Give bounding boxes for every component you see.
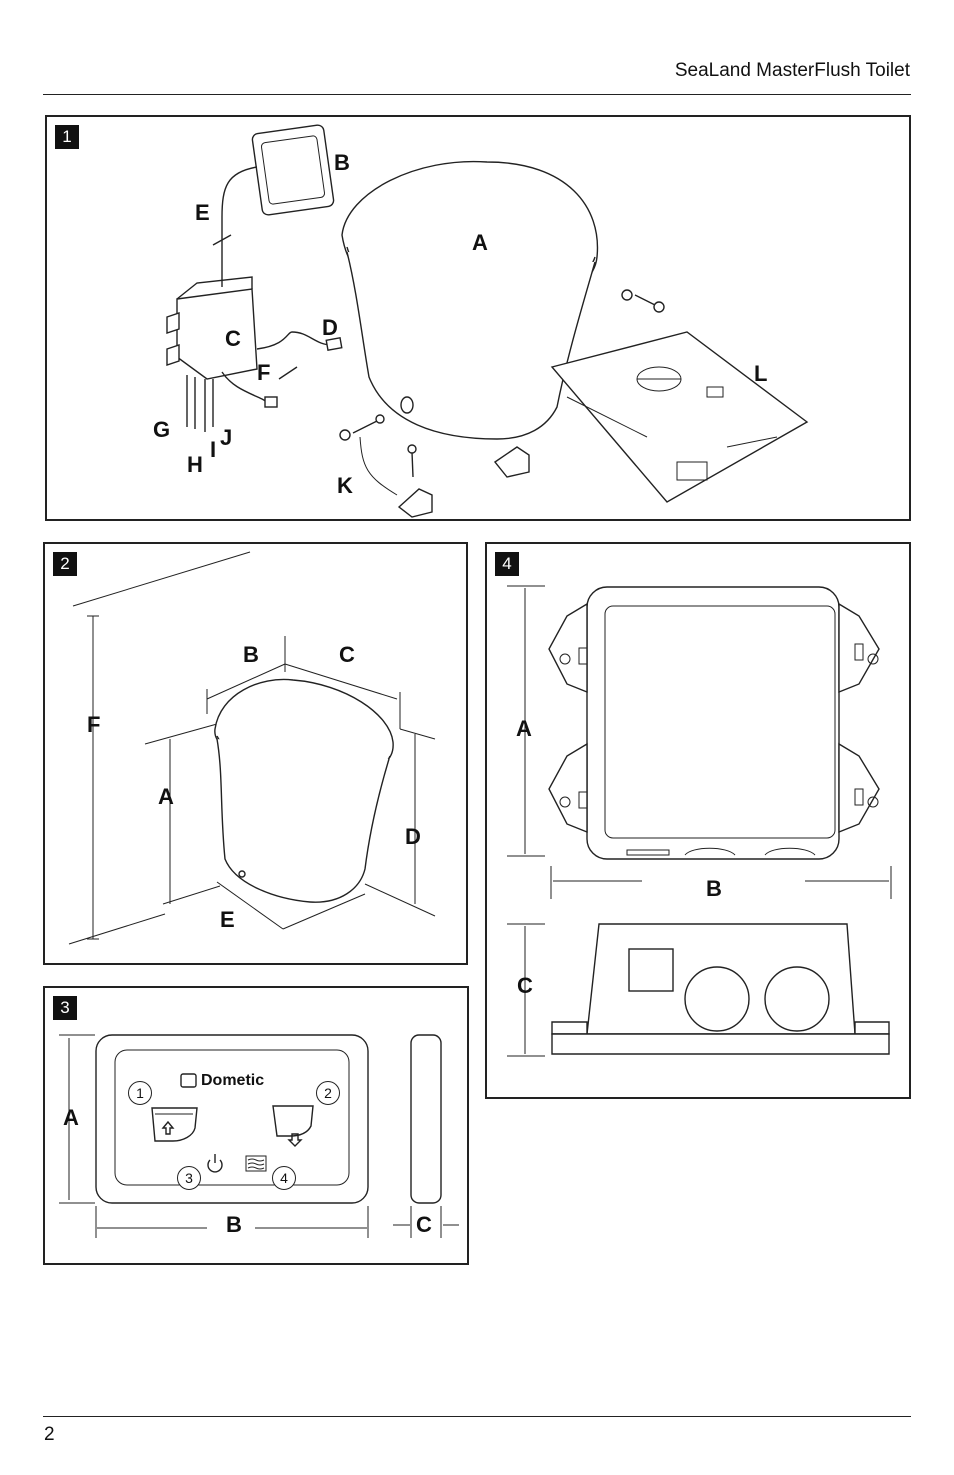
button-number-3: 3 (177, 1166, 201, 1190)
figure-number: 1 (55, 125, 79, 149)
callout-l: L (754, 361, 768, 386)
callout-b: B (706, 876, 722, 901)
callout-b: B (226, 1212, 242, 1237)
callout-b: B (243, 642, 259, 667)
callout-d: D (405, 824, 421, 849)
toilet-dimensions-illustration (68, 551, 436, 945)
callout-a: A (472, 230, 488, 255)
figure-number: 2 (53, 552, 77, 576)
figure-1: 1 (45, 115, 911, 521)
button-number-1: 1 (128, 1081, 152, 1105)
callout-d: D (322, 315, 338, 340)
callout-f: F (87, 712, 101, 737)
callout-i: I (210, 437, 217, 462)
callout-c: C (339, 642, 355, 667)
callout-c: C (517, 973, 533, 998)
callout-a: A (516, 716, 532, 741)
callout-c: C (416, 1212, 432, 1237)
page-number: 2 (44, 1424, 55, 1445)
figure-2: 2 B C F A D E (43, 542, 468, 965)
callout-a: A (63, 1105, 79, 1130)
callout-e: E (220, 907, 235, 932)
callout-e: E (195, 200, 210, 225)
callout-j: J (220, 425, 233, 450)
callout-f: F (257, 360, 271, 385)
callout-b: B (334, 150, 350, 175)
figure-4: 4 (485, 542, 911, 1099)
callout-c: C (225, 326, 241, 351)
toilet-assembly-illustration (166, 124, 809, 518)
button-number-2: 2 (316, 1081, 340, 1105)
header-rule (43, 94, 911, 95)
dometic-logo-text: Dometic (201, 1072, 265, 1089)
callout-a: A (158, 784, 174, 809)
figure-number: 3 (53, 996, 77, 1020)
callout-h: H (187, 452, 203, 477)
footer-rule (43, 1416, 911, 1417)
callout-k: K (337, 473, 353, 498)
figure-3: 3 Dometic 1 2 3 (43, 986, 469, 1265)
document-title: SeaLand MasterFlush Toilet (674, 60, 910, 81)
control-box-dimensions-illustration (507, 585, 892, 1057)
callout-g: G (153, 417, 171, 442)
figure-number: 4 (495, 552, 519, 576)
control-panel-illustration (59, 1034, 459, 1238)
button-number-4: 4 (272, 1166, 296, 1190)
